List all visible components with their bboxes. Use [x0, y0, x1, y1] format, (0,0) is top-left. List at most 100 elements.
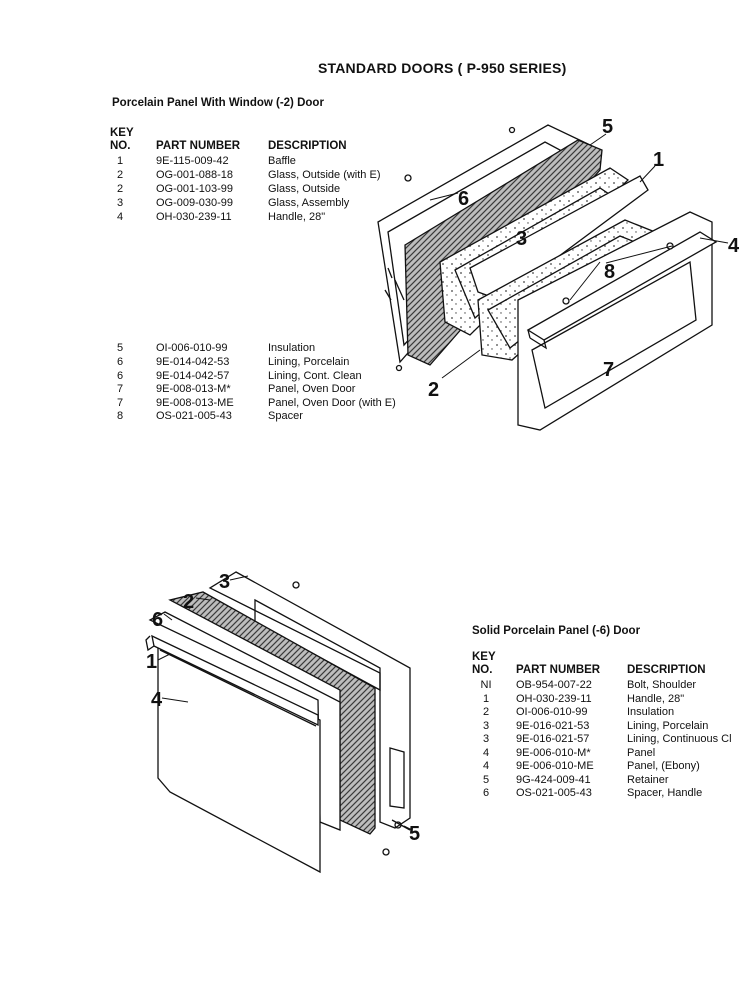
window-desc-cell: Panel, Oven Door [268, 383, 356, 395]
solid-callout-6: 6 [152, 609, 163, 631]
window-desc-cell: Panel, Oven Door (with E) [268, 397, 396, 409]
solid-desc-cell: Spacer, Handle [627, 787, 703, 799]
solid-part-cell: OI-006-010-99 [516, 706, 588, 718]
solid-part-cell: OB-954-007-22 [516, 679, 592, 691]
solid-handle-part [145, 634, 319, 727]
solid-key-header-1: KEY [472, 651, 496, 663]
solid-part-row: 2 OI-006-010-99 Insulation [0, 705, 750, 719]
window-part-cell: OI-006-010-99 [156, 342, 228, 354]
window-desc-cell: Lining, Cont. Clean [268, 370, 362, 382]
window-part-row: 7 9E-008-013-M* Panel, Oven Door [0, 382, 750, 396]
solid-desc-cell: Handle, 28" [627, 693, 685, 705]
callout-1: 1 [653, 149, 664, 171]
window-desc-cell: Glass, Outside [268, 183, 341, 195]
window-desc-header: DESCRIPTION [268, 140, 347, 152]
solid-part-row: 6 OS-021-005-43 Spacer, Handle [0, 786, 750, 800]
window-key-header-2: NO. [110, 140, 131, 152]
solid-part-row: NI OB-954-007-22 Bolt, Shoulder [0, 678, 750, 692]
window-desc-cell: Glass, Assembly [268, 197, 350, 209]
solid-part-cell: 9G-424-009-41 [516, 774, 591, 786]
solid-part-cell: 9E-006-010-M* [516, 747, 591, 759]
window-part-cell: 9E-008-013-M* [156, 383, 231, 395]
window-key-header-1: KEY [110, 127, 134, 139]
solid-desc-cell: Lining, Porcelain [627, 720, 709, 732]
solid-desc-cell: Panel [627, 747, 656, 759]
solid-part-cell: OH-030-239-11 [516, 693, 592, 705]
solid-part-row: 4 9E-006-010-M* Panel [0, 746, 750, 760]
solid-desc-header: DESCRIPTION [627, 664, 706, 676]
solid-part-cell: 9E-016-021-53 [516, 720, 590, 732]
solid-desc-cell: Panel, (Ebony) [627, 760, 700, 772]
window-part-row: 8 OS-021-005-43 Spacer [0, 409, 750, 423]
solid-key-cell: 5 [482, 774, 490, 786]
window-part-header: PART NUMBER [156, 140, 241, 152]
solid-part-row: 3 9E-016-021-53 Lining, Porcelain [0, 719, 750, 733]
window-part-cell: OG-001-088-18 [156, 169, 234, 181]
window-part-cell: OH-030-239-11 [156, 211, 232, 223]
window-part-row: 7 9E-008-013-ME Panel, Oven Door (with E) [0, 396, 750, 410]
callout-7: 7 [603, 359, 614, 381]
baffle-part [469, 175, 649, 301]
solid-callout-4: 4 [151, 689, 163, 711]
window-part-cell: OG-001-103-99 [156, 183, 234, 195]
callout-8: 8 [604, 261, 615, 283]
window-part-cell: OS-021-005-43 [156, 410, 232, 422]
solid-key-cell: 3 [482, 720, 490, 732]
solid-key-cell: 2 [482, 706, 490, 718]
solid-key-cell: 4 [482, 760, 490, 772]
window-key-cell: 6 [116, 356, 124, 368]
solid-desc-cell: Bolt, Shoulder [627, 679, 697, 691]
solid-desc-cell: Insulation [627, 706, 675, 718]
solid-door-exploded-diagram: 3 2 6 1 4 5 [145, 571, 420, 874]
window-part-cell: 9E-014-042-53 [156, 356, 230, 368]
solid-part-cell: 9E-006-010-ME [516, 760, 594, 772]
callout-2: 2 [428, 379, 439, 401]
window-desc-cell: Spacer [268, 410, 303, 422]
window-part-cell: 9E-008-013-ME [156, 397, 234, 409]
solid-panel-part [157, 638, 321, 874]
window-part-cell: 9E-115-009-42 [156, 155, 229, 167]
solid-key-cell: 4 [482, 747, 490, 759]
window-key-cell: 8 [116, 410, 124, 422]
page-title: STANDARD DOORS ( P-950 SERIES) [318, 60, 567, 76]
solid-insulation-part [168, 591, 376, 835]
solid-key-cell: NI [480, 679, 492, 691]
solid-key-cell: 1 [482, 693, 490, 705]
window-door-title: Porcelain Panel With Window (-2) Door [112, 97, 324, 109]
window-part-cell: OG-009-030-99 [156, 197, 234, 209]
solid-callout-2: 2 [183, 591, 194, 613]
solid-part-cell: OS-021-005-43 [516, 787, 592, 799]
callout-6: 6 [458, 188, 469, 210]
window-part-row: 5 OI-006-010-99 Insulation [0, 341, 750, 355]
window-key-cell: 4 [116, 211, 124, 223]
window-key-cell: 7 [116, 383, 124, 395]
solid-door-title: Solid Porcelain Panel (-6) Door [472, 625, 641, 637]
window-part-row: 4 OH-030-239-11 Handle, 28" [0, 210, 750, 224]
handle-part [526, 231, 718, 350]
solid-part-row: 1 OH-030-239-11 Handle, 28" [0, 692, 750, 706]
window-key-cell: 2 [116, 169, 124, 181]
solid-desc-cell: Lining, Continuous Cl [627, 733, 732, 745]
solid-key-cell: 3 [482, 733, 490, 745]
window-key-cell: 5 [116, 342, 124, 354]
solid-part-header: PART NUMBER [516, 664, 601, 676]
window-key-cell: 7 [116, 397, 124, 409]
callout-3: 3 [516, 228, 527, 250]
callout-4: 4 [728, 235, 740, 257]
window-desc-cell: Insulation [268, 342, 316, 354]
solid-key-cell: 6 [482, 787, 490, 799]
window-desc-cell: Baffle [268, 155, 296, 167]
window-part-cell: 9E-014-042-57 [156, 370, 230, 382]
solid-callout-1: 1 [146, 651, 157, 673]
window-desc-cell: Handle, 28" [268, 211, 326, 223]
window-key-cell: 1 [116, 155, 124, 167]
solid-key-header-2: NO. [472, 664, 493, 676]
solid-callout-5: 5 [409, 823, 420, 845]
